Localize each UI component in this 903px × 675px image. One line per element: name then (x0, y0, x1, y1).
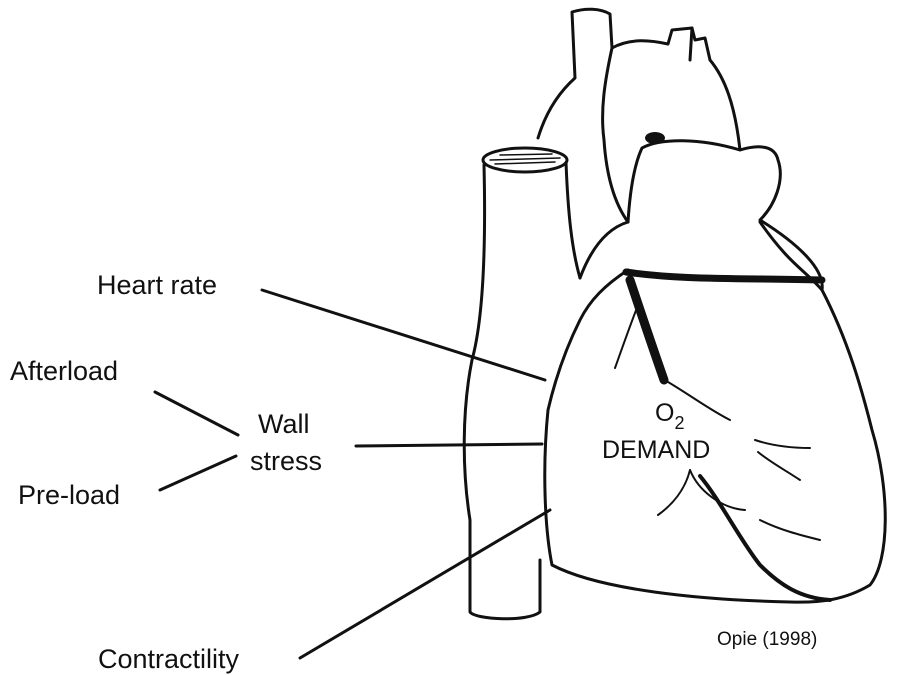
coronary-branch-1 (615, 300, 640, 368)
vena-cava-right-edge (566, 162, 580, 278)
wall-stress-pointer (356, 444, 542, 446)
demand-label: DEMAND (602, 436, 710, 464)
afterload-label: Afterload (10, 356, 118, 386)
labels: Heart rate Afterload Wall stress Pre-loa… (10, 270, 817, 674)
coronary-artery-descending (630, 280, 664, 380)
coronary-branch-7 (760, 520, 820, 540)
pre-load-label: Pre-load (18, 480, 120, 510)
pre-load-pointer (160, 456, 236, 490)
heart-rate-pointer (262, 290, 545, 380)
heart-rate-label: Heart rate (97, 270, 217, 300)
aorta-right-edge (690, 28, 692, 60)
pulmonary-artery (628, 141, 822, 290)
pointer-lines (155, 290, 550, 658)
aortic-arch-inner (603, 48, 628, 222)
contractility-pointer (300, 510, 550, 658)
afterload-pointer (155, 392, 238, 435)
aortic-arch (538, 9, 740, 150)
citation-label: Opie (1998) (717, 629, 817, 650)
o2-subscript: 2 (674, 413, 684, 433)
stress-label: stress (250, 446, 322, 476)
right-atrium (580, 222, 628, 278)
wall-label: Wall (258, 409, 310, 439)
vena-cava-outline (464, 165, 540, 619)
heart-illustration (464, 9, 885, 619)
o2-label: O2 (655, 399, 684, 433)
coronary-branch-5 (755, 440, 810, 448)
contractility-label: Contractility (98, 644, 240, 674)
pulmonary-opening (645, 132, 665, 144)
o2-letter: O (655, 399, 674, 427)
coronary-branch-3 (658, 470, 690, 515)
coronary-branch-6 (758, 452, 800, 480)
coronary-artery-horizontal (626, 272, 822, 280)
